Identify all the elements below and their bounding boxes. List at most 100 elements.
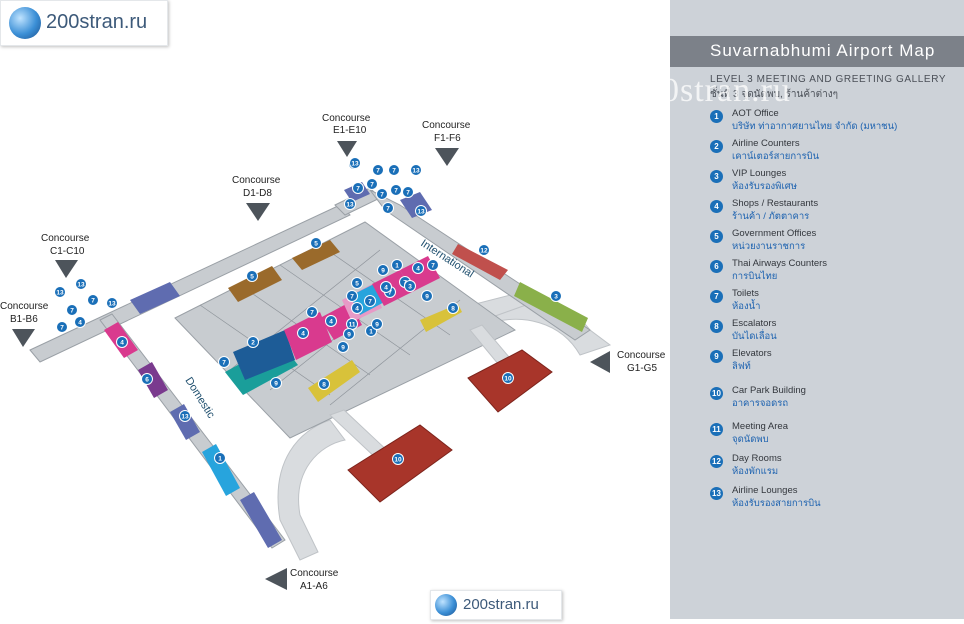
marker-badge — [87, 294, 99, 306]
marker-number: 7 — [380, 191, 384, 198]
access-road-south — [277, 419, 346, 561]
marker-badge — [351, 277, 363, 289]
marker-number: 13 — [181, 413, 189, 420]
map-marker: 13 — [75, 278, 87, 290]
map-marker: 3 — [550, 290, 562, 302]
marker-number: 7 — [388, 289, 392, 296]
marker-number: 7 — [60, 324, 64, 331]
marker-number: 10 — [394, 456, 402, 463]
marker-number: 1 — [369, 328, 373, 335]
concourse-g[interactable]: Concourse G1-G5 — [590, 350, 666, 374]
marker-badge — [56, 321, 68, 333]
concourse-label-line2: C1-C10 — [50, 246, 85, 257]
page-title: Suvarnabhumi Airport Map — [710, 41, 936, 60]
map-marker: 9 — [421, 290, 433, 302]
concourse-label-line2: D1-D8 — [243, 188, 272, 199]
legend-number-badge: 1 — [710, 110, 723, 123]
map-marker: 7 — [390, 184, 402, 196]
marker-badge — [550, 290, 562, 302]
marker-number: 13 — [77, 281, 85, 288]
marker-number: 8 — [451, 305, 455, 312]
map-marker: 7 — [87, 294, 99, 306]
marker-number: 7 — [70, 307, 74, 314]
marker-badge — [54, 286, 66, 298]
legend-label-thai: ห้องพักแรม — [732, 466, 779, 477]
marker-badge — [402, 186, 414, 198]
map-marker: 7 — [66, 304, 78, 316]
marker-badge — [412, 262, 424, 274]
marker-number: 4 — [355, 305, 359, 312]
site-logo-top[interactable]: 200stran.ru — [0, 0, 168, 46]
marker-badge — [218, 356, 230, 368]
marker-badge — [352, 182, 364, 194]
legend-label: Elevators — [732, 348, 772, 359]
marker-number: 7 — [91, 297, 95, 304]
map-marker: 4 — [380, 281, 392, 293]
legend-number-badge: 7 — [710, 290, 723, 303]
legend-label: Toilets — [732, 288, 759, 299]
concourse-label-line1: Concourse — [617, 350, 666, 361]
marker-badge — [390, 184, 402, 196]
map-marker: 7 — [306, 306, 318, 318]
legend-number-badge: 5 — [710, 230, 723, 243]
marker-badge — [351, 302, 363, 314]
marker-badge — [415, 205, 427, 217]
marker-number: 4 — [384, 284, 388, 291]
marker-badge — [116, 336, 128, 348]
marker-badge — [391, 259, 403, 271]
marker-badge — [246, 270, 258, 282]
marker-number: 5 — [355, 280, 359, 287]
marker-number: 7 — [370, 181, 374, 188]
marker-badge — [382, 202, 394, 214]
map-marker: 12 — [478, 244, 490, 256]
legend-label: Day Rooms — [732, 453, 782, 464]
marker-number: 7 — [368, 298, 372, 305]
marker-badge — [270, 377, 282, 389]
concourse-e[interactable]: Concourse E1-E10 — [322, 113, 371, 157]
concourse-label-line2: F1-F6 — [434, 133, 461, 144]
legend-number-badge: 4 — [710, 200, 723, 213]
legend-label: Government Offices — [732, 228, 817, 239]
marker-number: 9 — [347, 331, 351, 338]
marker-number: 4 — [78, 319, 82, 326]
marker-number: 3 — [554, 293, 558, 300]
concourse-d[interactable]: Concourse D1-D8 — [232, 175, 281, 221]
concourse-label-line1: Concourse — [0, 301, 49, 312]
map-marker: 4 — [297, 327, 309, 339]
marker-number: 8 — [322, 381, 326, 388]
legend-label-thai: ลิฟท์ — [732, 361, 751, 372]
marker-number: 4 — [301, 330, 305, 337]
marker-number: 6 — [145, 376, 149, 383]
map-markers: 1377137777137137123551947774594737411199… — [54, 157, 562, 465]
concourse-label-line2: B1-B6 — [10, 314, 38, 325]
map-marker: 13 — [344, 198, 356, 210]
site-logo-bottom[interactable]: 200stran.ru — [430, 590, 562, 620]
map-marker: 5 — [246, 270, 258, 282]
concourse-label-line1: Concourse — [290, 568, 339, 579]
concourse-a[interactable]: Concourse A1-A6 — [265, 568, 339, 592]
map-marker: 4 — [351, 302, 363, 314]
marker-number: 11 — [349, 321, 356, 328]
concourse-c[interactable]: Concourse C1-C10 — [41, 233, 90, 278]
map-marker: 7 — [402, 186, 414, 198]
marker-number: 7 — [356, 185, 360, 192]
legend-number-badge: 13 — [710, 487, 723, 500]
concourse-b[interactable]: Concourse B1-B6 — [0, 301, 49, 347]
globe-icon — [435, 594, 457, 616]
globe-icon — [9, 7, 41, 39]
marker-number: 9 — [425, 293, 429, 300]
concourse-arrow — [265, 568, 287, 590]
legend-label: Airline Counters — [732, 138, 800, 149]
map-marker: 9 — [337, 341, 349, 353]
concourse-f[interactable]: Concourse F1-F6 — [422, 120, 471, 166]
marker-number: 7 — [406, 189, 410, 196]
site-logo-text: 200stran.ru — [46, 11, 148, 33]
legend-label-thai: บันไดเลื่อน — [732, 331, 777, 342]
marker-number: 13 — [351, 160, 359, 167]
